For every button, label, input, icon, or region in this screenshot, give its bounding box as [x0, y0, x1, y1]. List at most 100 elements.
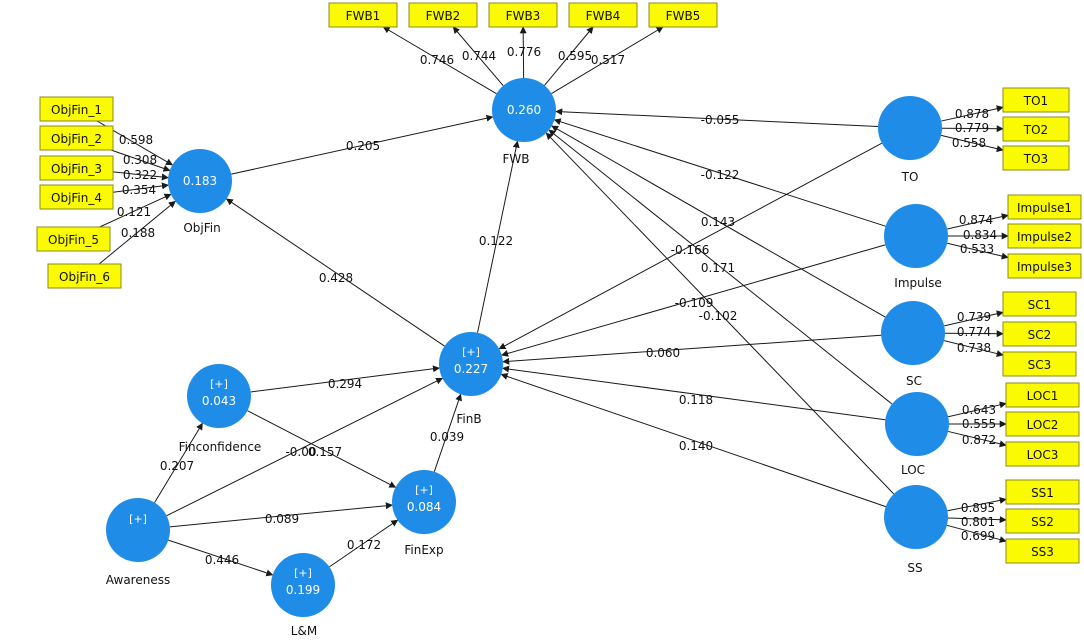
indicator-objfin-6[interactable]: ObjFin_6 [47, 263, 122, 289]
indicator-fwb2[interactable]: FWB2 [408, 2, 478, 28]
path-edge-finb-fwb [477, 140, 520, 333]
loading-fwb1: 0.746 [420, 53, 454, 67]
expand-marker[interactable]: [+] [210, 378, 228, 391]
indicator-ss3[interactable]: SS3 [1005, 538, 1080, 564]
r-squared-value: 0.084 [407, 500, 441, 514]
expand-marker[interactable]: [+] [415, 484, 433, 497]
path-coefficient-loc-finb: 0.118 [679, 393, 713, 407]
indicator-ss1[interactable]: SS1 [1005, 479, 1080, 505]
indicator-objfin-3[interactable]: ObjFin_3 [39, 155, 114, 181]
construct-loc[interactable]: LOC [885, 392, 949, 477]
expand-marker[interactable]: [+] [462, 346, 480, 359]
indicator-to1[interactable]: TO1 [1002, 87, 1070, 113]
path-coefficient-lm-finexp: 0.172 [347, 538, 381, 552]
indicator-label: ObjFin_6 [59, 270, 110, 284]
indicator-loc1[interactable]: LOC1 [1005, 382, 1080, 408]
indicator-to2[interactable]: TO2 [1002, 116, 1070, 142]
indicator-label: ObjFin_4 [51, 191, 102, 205]
indicator-label: SS3 [1031, 545, 1054, 559]
path-coefficient-impulse-fwb: -0.122 [701, 168, 740, 182]
indicator-label: SS1 [1031, 486, 1054, 500]
weight-objfin-4: 0.354 [122, 183, 156, 197]
indicator-objfin-4[interactable]: ObjFin_4 [39, 184, 114, 210]
indicator-to3[interactable]: TO3 [1002, 145, 1070, 171]
path-edge-finb-objfin [225, 198, 445, 347]
path-coefficient-to-fwb: -0.055 [701, 113, 740, 127]
path-edge-sc-finb [502, 334, 882, 365]
loading-edge-ss2 [947, 516, 1007, 524]
indicator-label: ObjFin_5 [48, 233, 99, 247]
construct-ss[interactable]: SS [884, 485, 948, 575]
loading-impulse2: 0.834 [963, 228, 997, 242]
path-edge-awareness-finexp [169, 502, 393, 528]
loading-to2: 0.779 [955, 121, 989, 135]
construct-name: ObjFin [183, 221, 220, 235]
indicator-label: ObjFin_1 [51, 103, 102, 117]
loading-impulse3: 0.533 [960, 242, 994, 256]
indicator-impulse2[interactable]: Impulse2 [1007, 223, 1082, 249]
path-edge-finexp-finb [433, 393, 462, 472]
path-edge-ss-fwb [545, 132, 895, 495]
path-coefficient-impulse-finb: -0.109 [675, 296, 714, 310]
construct-name: L&M [291, 624, 317, 638]
construct-name: FinExp [404, 543, 443, 557]
path-edge-lm-finexp [329, 519, 399, 568]
loading-fwb4: 0.595 [558, 49, 592, 63]
path-coefficient-loc-fwb: 0.171 [701, 261, 735, 275]
indicator-label: FWB3 [506, 9, 541, 23]
path-edge-objfin-fwb [231, 114, 494, 175]
indicator-impulse3[interactable]: Impulse3 [1007, 253, 1082, 279]
path-edge-to-fwb [555, 108, 879, 128]
construct-name: Impulse [894, 276, 941, 290]
indicator-fwb3[interactable]: FWB3 [488, 2, 558, 28]
path-coefficient-finexp-finb: 0.039 [430, 430, 464, 444]
path-edge-finconfidence-finexp [247, 410, 397, 488]
indicator-fwb5[interactable]: FWB5 [648, 2, 718, 28]
indicator-loc2[interactable]: LOC2 [1005, 411, 1080, 437]
loading-edge-fwb3 [519, 26, 527, 79]
indicator-sc2[interactable]: SC2 [1002, 321, 1077, 347]
indicator-fwb4[interactable]: FWB4 [568, 2, 638, 28]
construct-impulse[interactable]: Impulse [884, 204, 948, 290]
weight-objfin-6: 0.188 [121, 226, 155, 240]
indicator-label: SS2 [1031, 515, 1054, 529]
weight-objfin-1: 0.598 [119, 133, 153, 147]
path-coefficient-sc-fwb: 0.143 [701, 215, 735, 229]
indicator-label: ObjFin_2 [51, 132, 102, 146]
indicator-ss2[interactable]: SS2 [1005, 508, 1080, 534]
loading-edge-fwb2 [452, 26, 504, 86]
weight-edge-objfin-2 [110, 149, 171, 172]
r-squared-value: 0.183 [183, 174, 217, 188]
indicator-sc1[interactable]: SC1 [1002, 291, 1077, 317]
indicator-loc3[interactable]: LOC3 [1005, 441, 1080, 467]
indicator-objfin-1[interactable]: ObjFin_1 [39, 96, 114, 122]
loading-edge-impulse3 [947, 242, 1009, 260]
loading-edge-to1 [941, 105, 1004, 122]
loading-edge-fwb5 [551, 26, 664, 95]
indicator-fwb1[interactable]: FWB1 [328, 2, 398, 28]
indicator-sc3[interactable]: SC3 [1002, 351, 1077, 377]
construct-to[interactable]: TO [878, 96, 942, 184]
construct-sc[interactable]: SC [881, 301, 945, 388]
loading-loc3: 0.872 [962, 433, 996, 447]
indicator-impulse1[interactable]: Impulse1 [1007, 194, 1082, 220]
construct-name: FWB [503, 152, 530, 166]
indicator-label: SC3 [1028, 358, 1052, 372]
weight-edge-objfin-5 [99, 193, 172, 228]
expand-marker[interactable]: [+] [294, 567, 312, 580]
construct-name: LOC [901, 463, 925, 477]
r-squared-value: 0.043 [202, 394, 236, 408]
loading-fwb2: 0.744 [462, 49, 496, 63]
indicator-objfin-5[interactable]: ObjFin_5 [36, 226, 111, 252]
path-coefficient-ss-fwb: -0.102 [699, 309, 738, 323]
construct-awareness[interactable]: [+]Awareness [106, 498, 170, 587]
expand-marker[interactable]: [+] [129, 513, 147, 526]
indicator-objfin-2[interactable]: ObjFin_2 [39, 125, 114, 151]
